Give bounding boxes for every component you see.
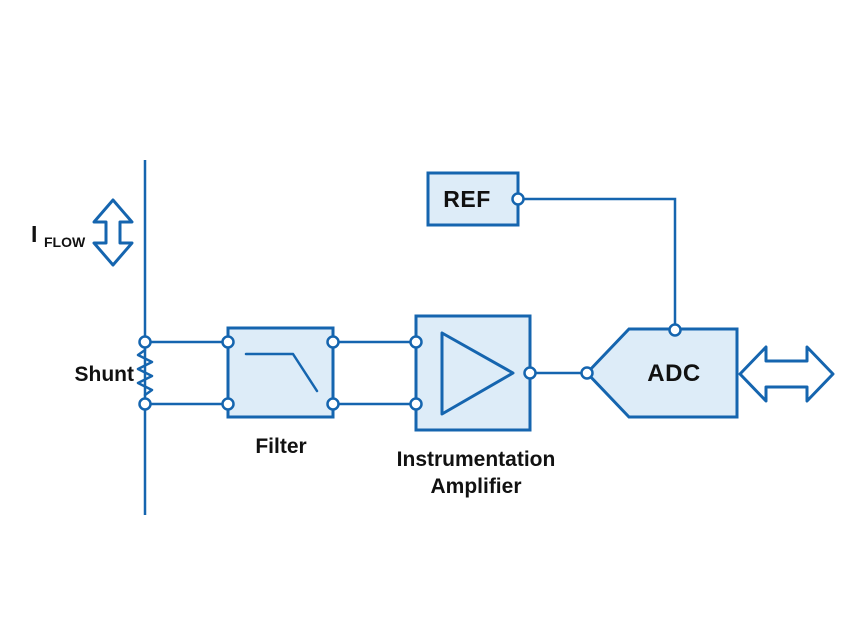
adc-label: ADC bbox=[647, 360, 701, 387]
shunt-resistor-icon bbox=[136, 348, 154, 397]
ref-label: REF bbox=[443, 186, 491, 212]
connection-node-filter-in-bottom bbox=[221, 397, 235, 411]
data-bus-bidirectional-arrow-icon bbox=[738, 345, 835, 403]
connection-node-inamp-in-top bbox=[409, 335, 423, 349]
filter-block bbox=[226, 326, 335, 419]
wire-ref-adc bbox=[518, 197, 677, 330]
connection-node-inamp-in-bottom bbox=[409, 397, 423, 411]
filter-label: Filter bbox=[255, 435, 306, 458]
iflow-label-subscript: FLOW bbox=[44, 234, 86, 250]
shunt-label: Shunt bbox=[75, 363, 134, 386]
connection-node-shunt-bottom bbox=[138, 397, 152, 411]
connection-node-adc-ref bbox=[668, 323, 682, 337]
iflow-bidirectional-arrow-icon bbox=[92, 198, 134, 267]
ref-block bbox=[426, 171, 520, 227]
opamp-triangle-icon bbox=[440, 331, 515, 416]
connection-node-inamp-out bbox=[523, 366, 537, 380]
connection-node-filter-out-bottom bbox=[326, 397, 340, 411]
connection-node-adc-in bbox=[580, 366, 594, 380]
lowpass-filter-curve-icon bbox=[244, 352, 319, 393]
adc-block bbox=[584, 327, 739, 419]
inamp-label-line1: Instrumentation bbox=[397, 448, 556, 471]
inamp-label-line2: Amplifier bbox=[430, 475, 521, 498]
connection-node-filter-in-top bbox=[221, 335, 235, 349]
connection-node-ref-out bbox=[511, 192, 525, 206]
connection-node-filter-out-top bbox=[326, 335, 340, 349]
connection-node-shunt-top bbox=[138, 335, 152, 349]
iflow-label-symbol: I bbox=[31, 221, 37, 247]
